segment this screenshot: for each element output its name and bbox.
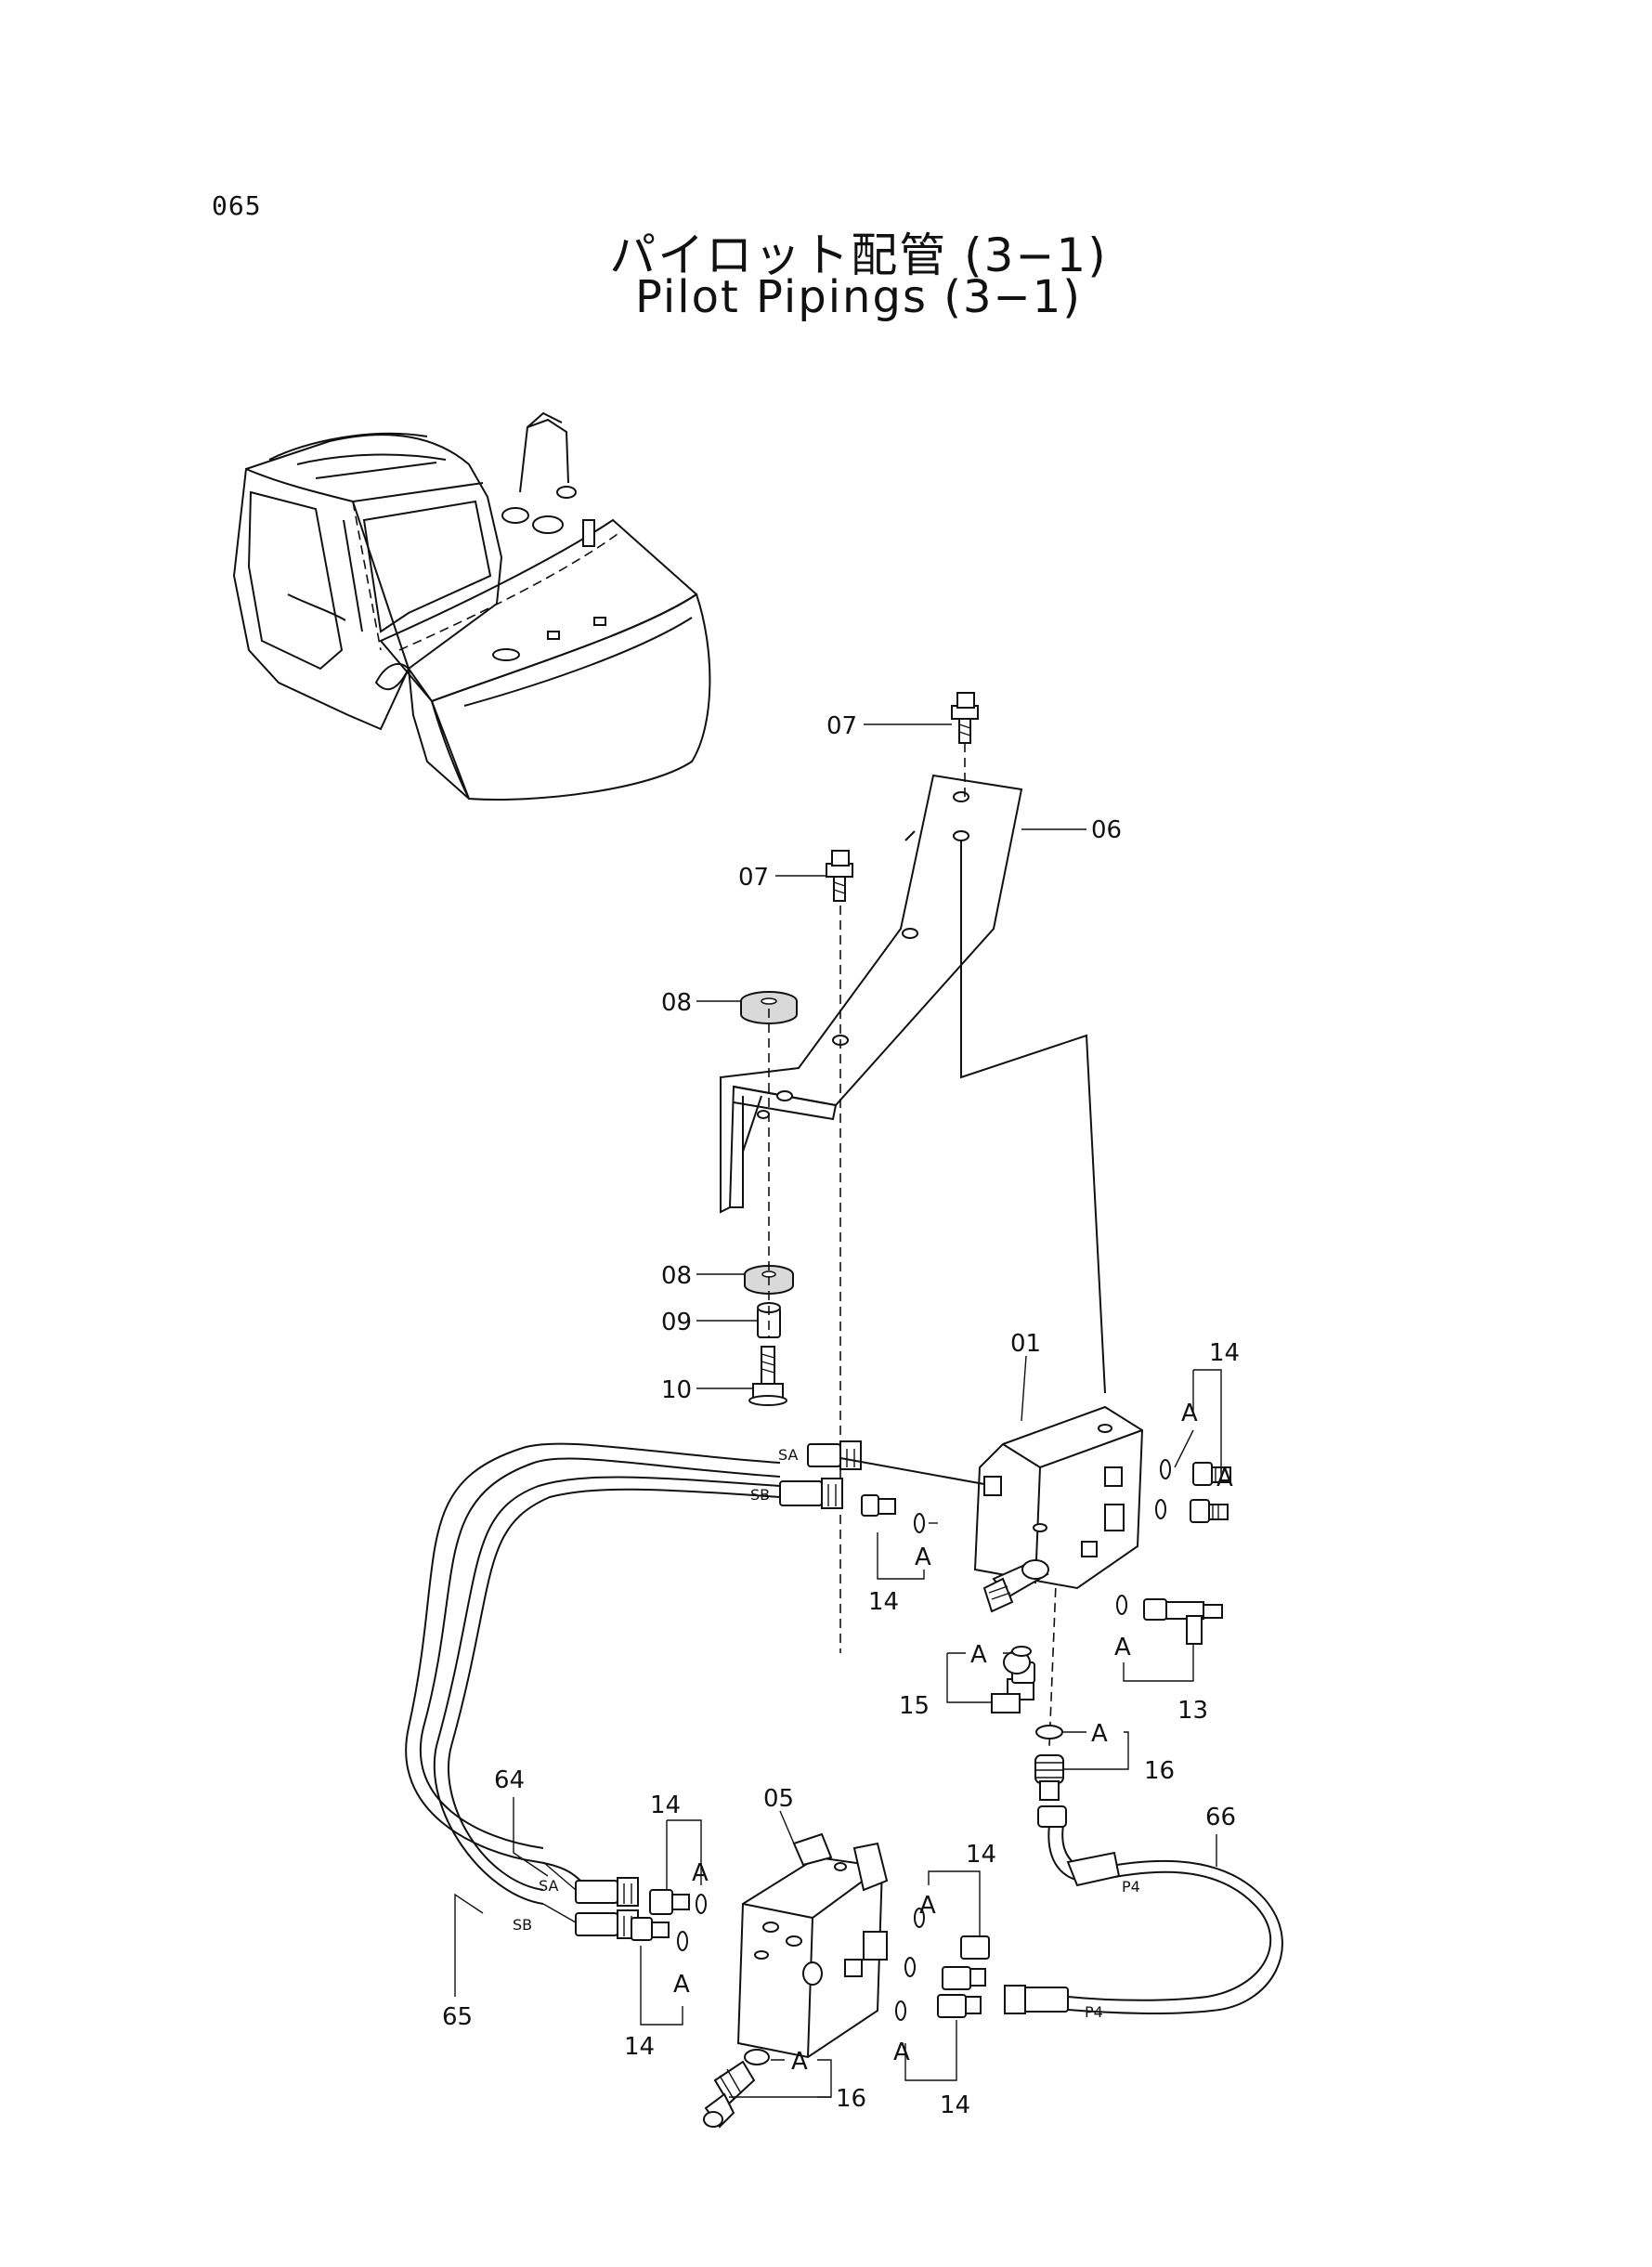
part-64-65-pilot-hoses	[405, 1440, 985, 1939]
label-15: 15	[899, 1692, 930, 1720]
port-label-sa-01: SA	[778, 1446, 798, 1464]
part-10-bolt	[748, 1346, 787, 1406]
part-07-bolt-upper	[951, 692, 979, 744]
ref-a-05-bottom-right: A	[893, 2039, 910, 2066]
label-13: 13	[1177, 1697, 1208, 1725]
label-07-upper: 07	[826, 712, 857, 740]
label-14-left-of-01: 14	[868, 1588, 899, 1616]
label-65: 65	[442, 2003, 473, 2031]
label-66: 66	[1205, 1804, 1236, 1831]
port-label-sb-05: SB	[513, 1916, 532, 1934]
title-japanese: パイロット配管 (3−1)	[609, 228, 1108, 282]
label-16-lower: 16	[836, 2085, 866, 2113]
part-16-plug-lower	[703, 2049, 770, 2129]
part-01-shuttle-valve-block	[973, 1405, 1144, 1613]
port-label-sb-01: SB	[750, 1486, 770, 1504]
ref-a-left-of-01: A	[915, 1544, 931, 1571]
label-64: 64	[494, 1766, 525, 1794]
label-14-at-05-bottom-right: 14	[940, 2091, 970, 2119]
part-16-plug-upper	[1034, 1725, 1064, 1801]
part-labels: 07 06 07 08 08 09 10 01 14 14 15 13 16 6…	[442, 712, 1240, 2119]
part-66-pilot-hose	[1004, 1805, 1283, 2014]
ref-a-16-upper: A	[1091, 1720, 1108, 1748]
label-10: 10	[661, 1376, 692, 1404]
label-01: 01	[1010, 1330, 1041, 1358]
label-08-lower: 08	[661, 1262, 692, 1290]
port-label-p4-lower: P4	[1085, 2003, 1103, 2021]
label-14-at-05-top-right: 14	[966, 1841, 996, 1869]
label-05: 05	[763, 1785, 794, 1813]
title-english: Pilot Pipings (3−1)	[635, 271, 1082, 323]
label-08-upper: 08	[661, 989, 692, 1017]
label-06: 06	[1091, 816, 1122, 844]
part-14-adapter-upper-right-a	[1160, 1459, 1231, 1486]
part-14-adapters-at-05-right	[895, 1908, 990, 2021]
ref-a-16-lower: A	[791, 2048, 808, 2076]
part-05-shuttle-valve-block	[736, 1832, 889, 2059]
ref-a-13: A	[1114, 1634, 1131, 1661]
label-14-at-05-bottom-left: 14	[624, 2033, 655, 2061]
callout-lines	[454, 723, 1222, 2098]
part-06-bracket	[720, 774, 1023, 1214]
label-16-upper: 16	[1144, 1757, 1175, 1785]
ref-a-upper-right: A	[1181, 1400, 1198, 1427]
part-14-adapters-at-05-left	[631, 1889, 707, 1951]
page-number: 065	[212, 190, 262, 221]
ref-a-05-top-right: A	[919, 1892, 936, 1920]
alignment-line-06-01	[960, 840, 1106, 1394]
part-14-adapter-upper-right-b	[1155, 1499, 1229, 1523]
excavator-overview-illustration	[232, 411, 711, 801]
ref-a-05-top-left: A	[692, 1859, 709, 1887]
ref-a-15: A	[970, 1641, 987, 1669]
label-14-upper-right: 14	[1209, 1339, 1240, 1367]
label-07-lower: 07	[738, 864, 769, 892]
part-13-tee-fitting	[1116, 1595, 1223, 1645]
label-09: 09	[661, 1309, 692, 1336]
part-14-adapter-left-of-01	[861, 1494, 925, 1533]
part-15-elbow-fitting	[991, 1646, 1035, 1713]
ref-a-05-bottom-left: A	[673, 1971, 690, 1999]
label-14-at-05-top-left: 14	[650, 1791, 681, 1819]
port-label-sa-05: SA	[539, 1877, 558, 1895]
port-label-p4-upper: P4	[1122, 1878, 1140, 1896]
part-07-bolt-lower	[826, 850, 853, 902]
reference-marks: A A A A A A A A A A A	[673, 1400, 1233, 2076]
ref-a-upper-right-b: A	[1216, 1465, 1233, 1492]
part-08-rubber-cushion-upper	[740, 991, 798, 1024]
port-labels: SA SB SA SB P4 P4	[513, 1446, 1140, 2021]
